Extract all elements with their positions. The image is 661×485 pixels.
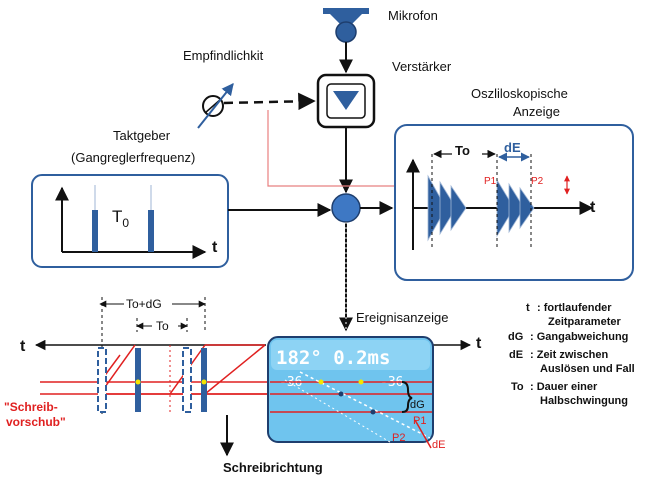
legend-dg-line1: : Gangabweichung — [530, 331, 628, 343]
mikrofon-label: Mikrofon — [388, 8, 438, 23]
display-p1-label: P1 — [413, 415, 426, 427]
legend-to-key: To — [511, 381, 524, 393]
microphone-icon — [323, 8, 369, 43]
taktgeber-label: Taktgeber — [113, 128, 171, 143]
empfindlichkeit-label: Empfindlichkit — [183, 48, 264, 63]
display-dg-label: dG — [410, 399, 425, 411]
legend: t : fortlaufender Zeitparameter dG : Gan… — [508, 302, 635, 407]
timing-section: To+dG To t t "Schreib- vorschu — [4, 296, 482, 475]
taktgeber-t-axis-label: t — [212, 239, 218, 256]
schreibrichtung-label: Schreibrichtung — [223, 460, 323, 475]
taktgeber-sub-label: (Gangreglerfrequenz) — [71, 150, 195, 165]
verstaerker-label: Verstärker — [392, 59, 452, 74]
display-p2-label: P2 — [392, 432, 405, 444]
ereignis-label: Ereignisanzeige — [356, 310, 449, 325]
legend-de-line2: Auslösen und Fall — [540, 363, 635, 375]
oscilloscope-panel: To dE P1 P2 t — [394, 124, 634, 281]
legend-t-key: t — [526, 302, 530, 314]
oszi-p1-label: P1 — [484, 176, 497, 187]
oszi-title-line1: Oszliloskopische — [471, 86, 568, 101]
left-t-axis-label: t — [20, 338, 26, 355]
schreibvorschub-line1: "Schreib- — [4, 400, 58, 414]
to-label: To — [156, 319, 169, 333]
legend-de-key: dE — [509, 349, 523, 361]
sensitivity-knob-icon — [197, 83, 234, 129]
legend-t-line2: Zeitparameter — [548, 316, 621, 328]
display-top-readout: 182° 0.2ms — [276, 347, 390, 369]
oszi-t-axis-label: t — [590, 199, 596, 216]
oszi-title-line2: Anzeige — [513, 104, 560, 119]
legend-dg-key: dG — [508, 331, 523, 343]
schreibvorschub-line2: vorschub" — [6, 415, 66, 429]
legend-de-line1: : Zeit zwischen — [530, 349, 609, 361]
oszi-to-label: To — [455, 143, 470, 158]
to-plus-dg-label: To+dG — [126, 297, 162, 311]
right-t-axis-label: t — [476, 335, 482, 352]
legend-t-line1: : fortlaufender — [537, 302, 612, 314]
oszi-de-label: dE — [504, 140, 521, 155]
oszi-p2-label: P2 — [531, 176, 544, 187]
amplifier-block — [316, 73, 376, 129]
amplifier-triangle-icon — [333, 91, 359, 110]
legend-to-line2: Halbschwingung — [540, 395, 628, 407]
legend-to-line1: : Dauer einer — [530, 381, 598, 393]
display-de-label: dE — [432, 439, 445, 451]
event-display-panel: 182° 0.2ms -36 -36 dG P1 P2 dE — [267, 336, 445, 451]
t0-label: T0 — [112, 207, 129, 230]
taktgeber-panel: T0 t — [31, 174, 229, 268]
summing-node — [331, 193, 361, 223]
